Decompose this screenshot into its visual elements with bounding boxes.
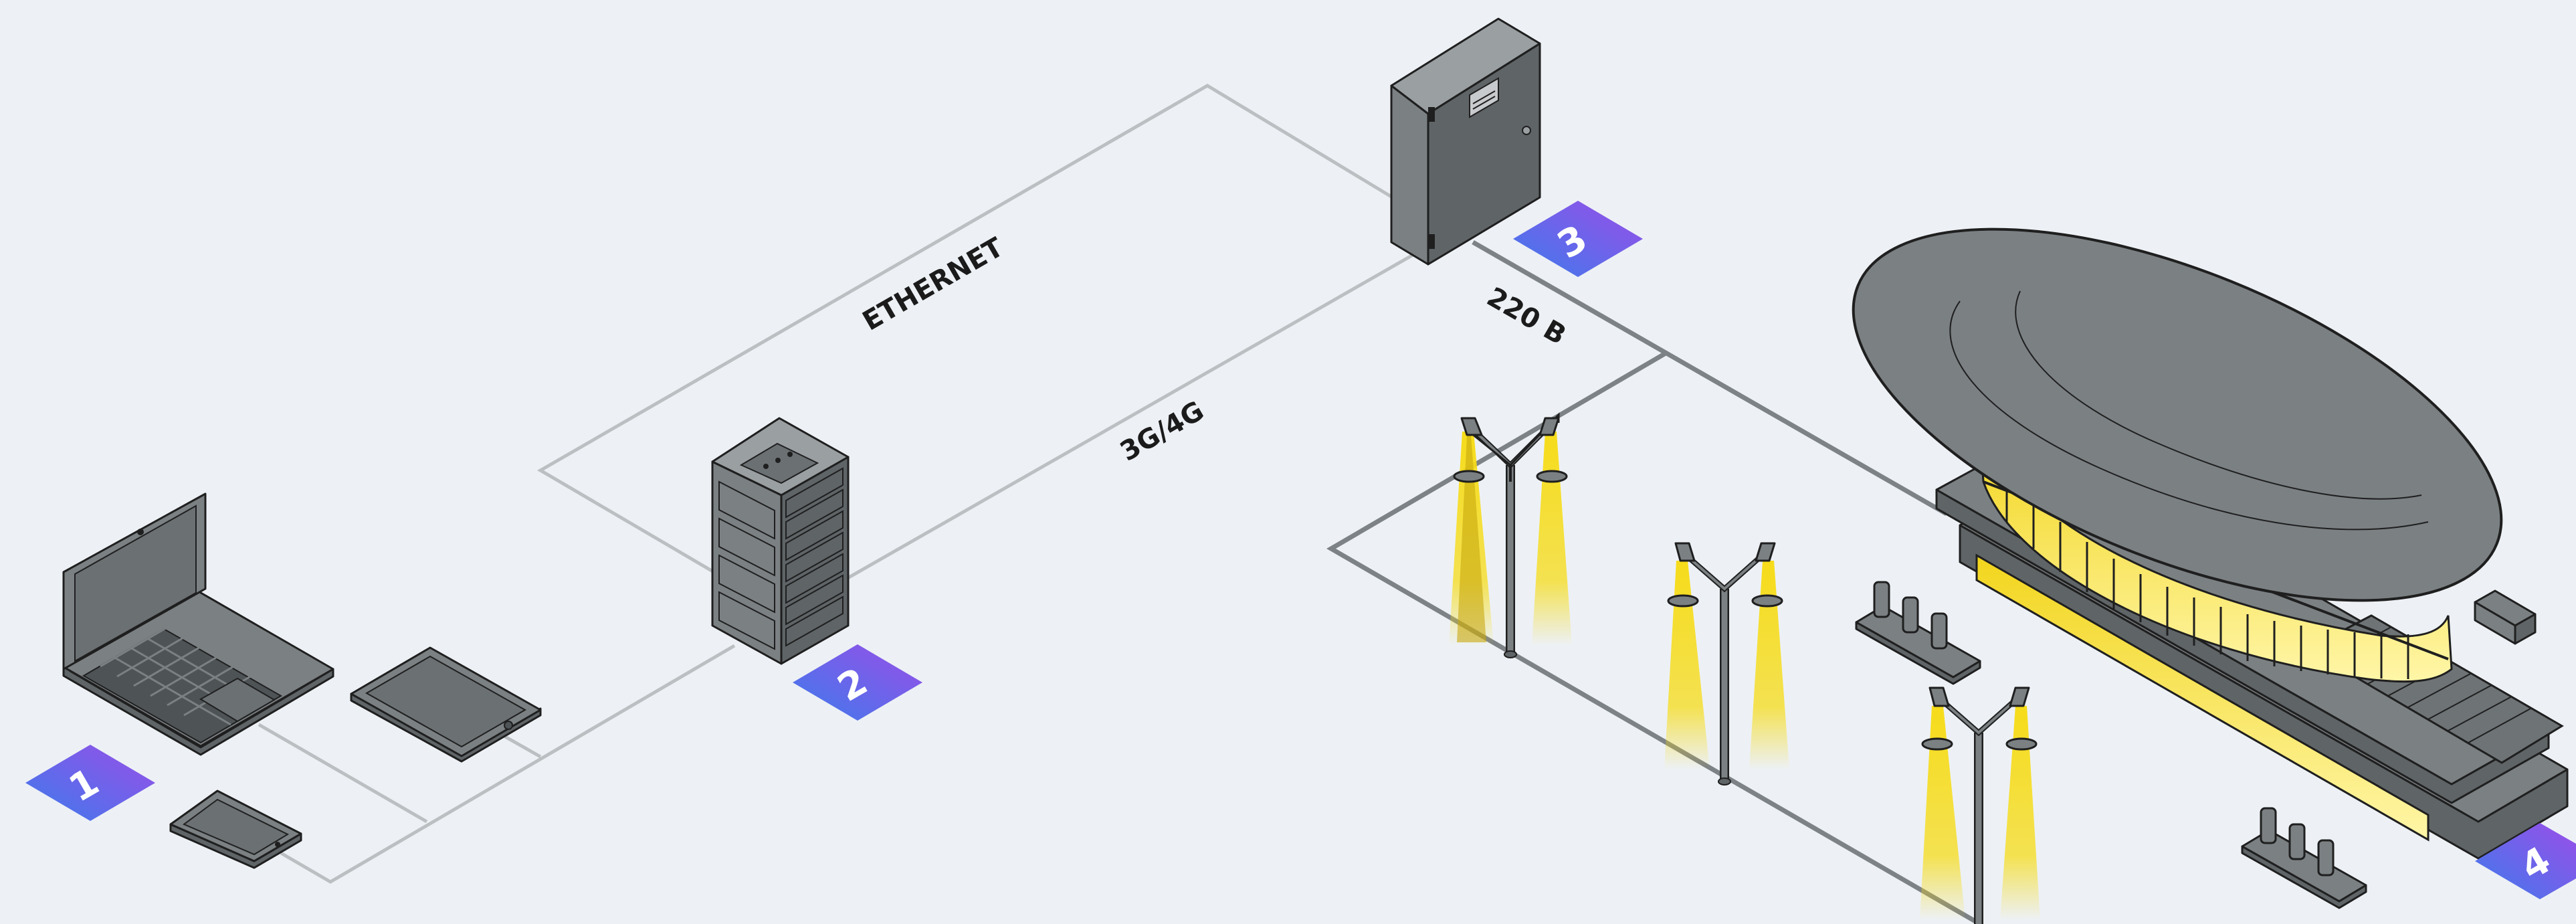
- bollard-lights-2-icon: [2241, 807, 2367, 909]
- bollard-lights-1-icon: [1855, 581, 1981, 685]
- control-cabinet-icon: [1390, 17, 1541, 266]
- street-lamp-2-icon: [1664, 542, 1789, 786]
- ethernet-label: ETHERNET: [858, 232, 1009, 337]
- laptop-icon: [62, 492, 334, 756]
- tablet-icon: [350, 646, 542, 763]
- badge-2: 2: [793, 644, 922, 721]
- building-icon: [1852, 227, 2569, 860]
- badge-4: 4: [2475, 823, 2576, 899]
- badge-3: 3: [1513, 201, 1643, 277]
- street-lamp-1-icon: [1449, 412, 1572, 658]
- cellular-label: 3G/4G: [1115, 395, 1209, 468]
- server-rack-icon: [711, 417, 850, 665]
- street-lamp-3-icon: [1920, 686, 2040, 924]
- cellular-connection-line: [258, 244, 1429, 884]
- badge-1: 1: [25, 745, 155, 821]
- ethernet-connection-line: [537, 84, 1399, 586]
- phone-icon: [169, 790, 302, 869]
